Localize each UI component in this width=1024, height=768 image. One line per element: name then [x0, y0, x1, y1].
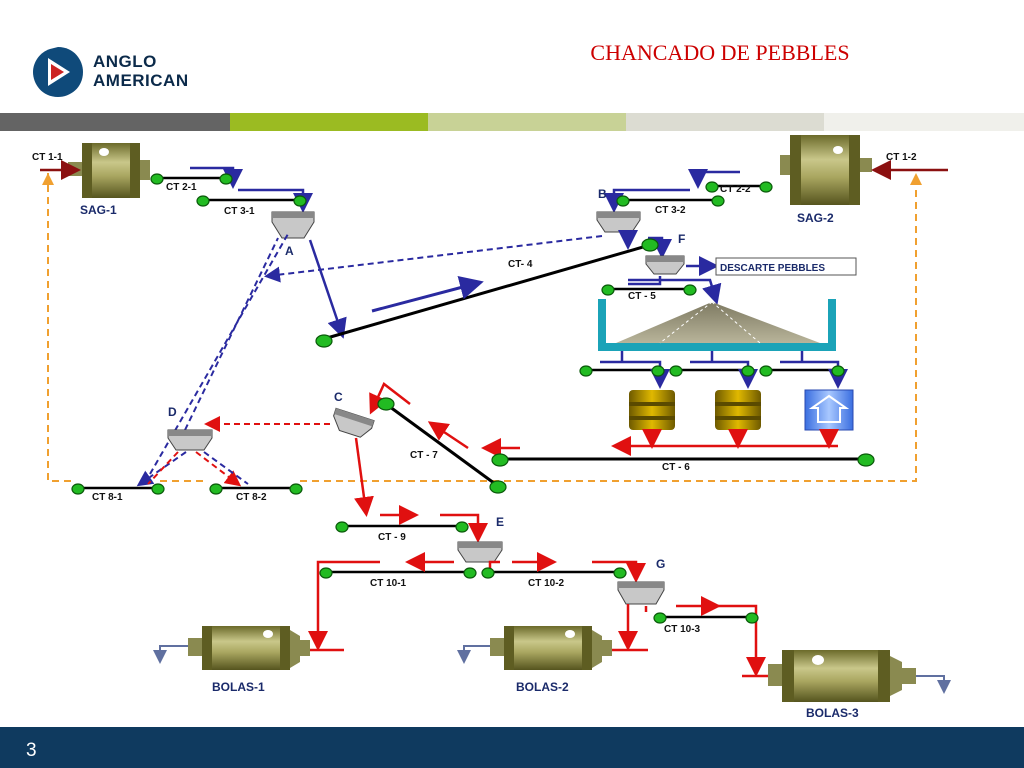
label-ct-2-1: CT 2-1 — [166, 182, 197, 193]
page-title: CHANCADO DE PEBBLES — [590, 40, 850, 65]
label-ct-3-2: CT 3-2 — [655, 205, 686, 216]
label-sag-2: SAG-2 — [797, 211, 834, 225]
screen-g — [617, 581, 665, 605]
label-node-b: B — [598, 187, 607, 201]
bolas-3-mill — [768, 650, 916, 702]
dashed-d-to-a-2 — [184, 237, 279, 431]
flow-ct-2-2 — [688, 169, 740, 189]
header-bar-segment-1 — [0, 113, 230, 131]
label-discard: DESCARTE PEBBLES — [720, 263, 825, 274]
screen-f — [645, 255, 685, 275]
label-ct-4: CT- 4 — [508, 259, 533, 270]
header-bar-segment-3 — [428, 113, 626, 131]
bolas-2-mill — [490, 626, 612, 670]
label-ct-7: CT - 7 — [410, 450, 438, 461]
label-node-e: E — [496, 515, 504, 529]
sag-2-mill — [780, 135, 872, 205]
label-ct-9: CT - 9 — [378, 532, 406, 543]
label-node-d: D — [168, 405, 177, 419]
label-ct-6: CT - 6 — [662, 462, 690, 473]
flow-ct-7 — [427, 421, 469, 450]
label-ct-1-2: CT 1-2 — [886, 152, 917, 163]
dashed-b-to-a — [264, 235, 603, 283]
discard-box — [715, 257, 857, 276]
flow-ct-4 — [371, 275, 484, 313]
header-bar-segment-4 — [626, 113, 824, 131]
screen-b — [596, 211, 641, 233]
flow-c-to-ct9 — [354, 437, 374, 517]
label-ct-1-1: CT 1-1 — [32, 152, 63, 163]
label-ct-8-1: CT 8-1 — [92, 492, 123, 503]
flow-ct-4-to-f — [648, 236, 672, 259]
header-bar-segment-5 — [824, 113, 1024, 131]
flow-ct-3-2 — [604, 188, 690, 213]
label-node-c: C — [334, 390, 343, 404]
screen-d — [167, 429, 213, 451]
flow-f-to-ct5 — [628, 276, 662, 286]
return-line-right — [300, 173, 917, 482]
flow-ct-7-to-c — [369, 382, 411, 415]
pulleys — [71, 173, 875, 624]
screen-c — [333, 407, 375, 438]
ct-4-belt — [319, 243, 651, 342]
label-bolas-2: BOLAS-2 — [516, 680, 569, 694]
return-line-left — [47, 173, 73, 482]
label-ct-8-2: CT 8-2 — [236, 492, 267, 503]
screen-a — [271, 211, 315, 239]
anglo-american-logo-icon — [33, 47, 83, 97]
stockpile — [598, 299, 836, 351]
label-ct-10-1: CT 10-1 — [370, 578, 407, 589]
logo-wordmark: ANGLO AMERICAN — [93, 52, 189, 90]
label-ct-10-2: CT 10-2 — [528, 578, 565, 589]
crusher-3-standby — [804, 389, 854, 431]
footer-bar — [0, 727, 1024, 768]
label-sag-1: SAG-1 — [80, 203, 117, 217]
crusher-2 — [715, 390, 761, 430]
ct-7-belt — [385, 402, 499, 488]
header-bar-segment-2 — [230, 113, 428, 131]
label-bolas-3: BOLAS-3 — [806, 706, 859, 720]
label-ct-5: CT - 5 — [628, 291, 656, 302]
logo-line-2: AMERICAN — [93, 71, 189, 90]
label-node-a: A — [285, 244, 294, 258]
label-ct-3-1: CT 3-1 — [224, 206, 255, 217]
screen-e — [457, 541, 503, 563]
flow-a-to-ct4 — [308, 239, 347, 339]
sag-1-mill — [68, 143, 150, 198]
flow-ct-5-to-stockpile — [628, 278, 722, 305]
page-number: 3 — [26, 740, 37, 761]
label-node-g: G — [656, 557, 665, 571]
logo-line-1: ANGLO — [93, 52, 157, 71]
crusher-1 — [629, 390, 675, 430]
label-bolas-1: BOLAS-1 — [212, 680, 265, 694]
label-node-f: F — [678, 232, 685, 246]
bolas-1-mill — [188, 626, 310, 670]
label-ct-10-3: CT 10-3 — [664, 624, 701, 635]
label-ct-2-2: CT 2-2 — [720, 184, 751, 195]
flow-ct-2-1 — [190, 166, 243, 189]
